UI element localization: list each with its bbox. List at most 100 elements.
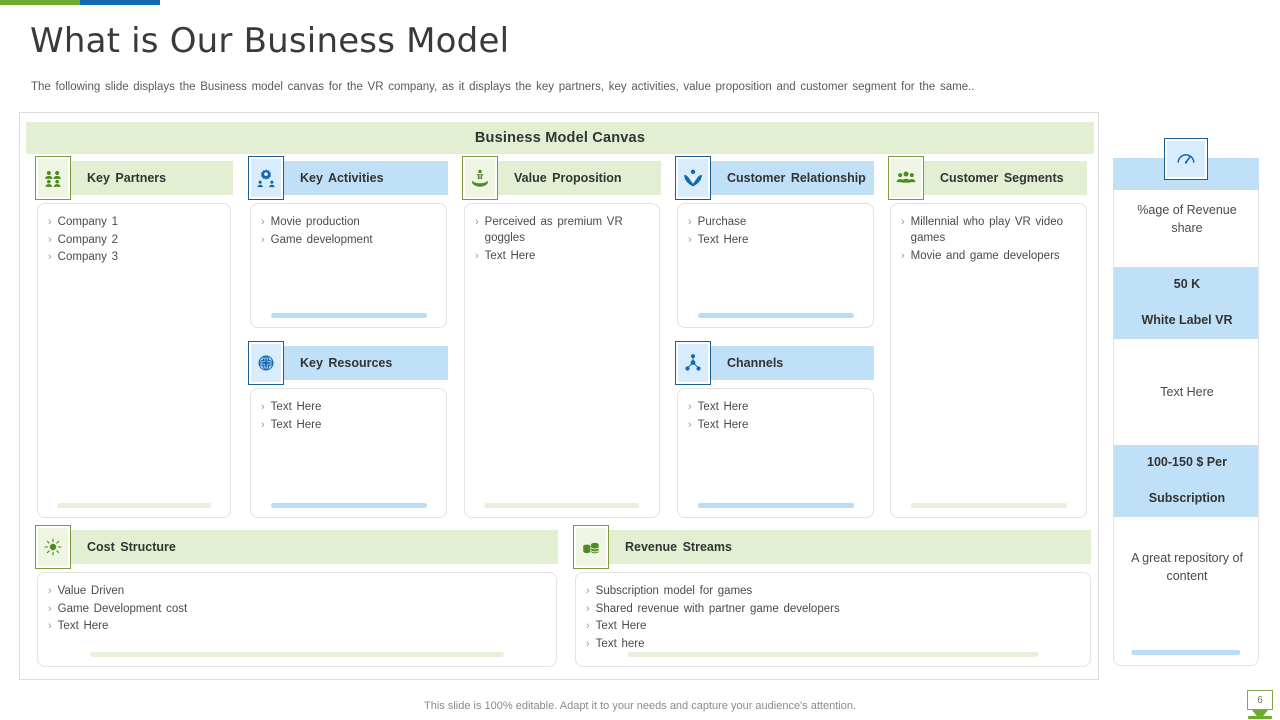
list-item-label: Text Here [270,418,322,431]
section-title: Customer Relationship [727,171,866,185]
list-item: › Subscription model for games [586,583,1082,600]
list-item: › Value Driven [48,583,548,600]
list-item-label: Movie and game developers [910,249,1060,262]
handshake-person-icon [675,156,711,200]
page-number: 6 [1247,690,1273,710]
list-item-label: Game development [270,233,373,246]
list-item: › Movie and game developers [901,248,1078,265]
section-card-revenue-streams: › Subscription model for games › Shared … [575,572,1091,667]
sidebar-cell-label: %age of Revenue share [1137,202,1237,235]
sidebar-cell-4: 100-150 $ Per [1114,445,1258,481]
list-item-label: Text Here [697,401,749,413]
section-header-customer-relationship: Customer Relationship [675,156,874,200]
list-item: › Game Development cost [48,601,548,618]
list-item: › Shared revenue with partner game devel… [586,601,1082,618]
chevron-right-icon: › [688,401,692,413]
list-item-label: Text Here [595,620,647,632]
page-base-shape [1248,716,1272,719]
page-subtitle: The following slide displays the Busines… [31,81,975,93]
section-title: Revenue Streams [625,540,732,554]
list-item: › Text Here [688,399,865,416]
chevron-right-icon: › [688,418,692,431]
footer-note: This slide is 100% editable. Adapt it to… [424,700,856,712]
list-item: › Millennial who play VR video games [901,214,1078,247]
list-item-label: Value Driven [57,585,125,597]
list-item: › Purchase [688,214,865,231]
sidebar-cell-2: White Label VR [1114,303,1258,339]
section-card-customer-segments: › Millennial who play VR video games › M… [890,203,1087,518]
list-item-label: Text Here [270,401,322,413]
section-title: Customer Segments [940,171,1064,185]
sidebar-cell-label: 100-150 $ Per [1147,455,1227,470]
chevron-right-icon: › [688,216,692,228]
card-accent-bar [484,503,640,508]
card-accent-bar [89,652,505,657]
list-item: › Text Here [48,618,548,635]
chevron-right-icon: › [261,216,265,228]
sidebar-cell-6: A great repository of content [1114,517,1258,617]
section-title: Key Partners [87,171,167,185]
list-item-label: Purchase [697,216,747,228]
section-band [573,530,1091,564]
page-stand-shape [1252,710,1268,716]
list-item: › Text here [586,636,1082,653]
section-title: Channels [727,356,784,370]
card-accent-bar [910,503,1067,508]
section-header-key-partners: Key Partners [35,156,233,200]
chevron-right-icon: › [261,233,265,246]
sidebar-cell-label: 50 K [1173,277,1201,292]
section-header-channels: Channels [675,341,874,385]
list-item-label: Shared revenue with partner game develop… [595,602,840,615]
section-card-key-partners: › Company 1 › Company 2 › Company 3 [37,203,231,518]
section-header-value-proposition: Value Proposition [462,156,661,200]
section-header-key-resources: Key Resources [248,341,448,385]
list-item: › Company 2 [48,232,222,249]
people-group-icon [35,156,71,200]
list-item: › Movie production [261,214,438,231]
list-item-label: Company 2 [57,233,118,246]
chevron-right-icon: › [261,418,265,431]
section-card-value-proposition: › Perceived as premium VR goggles › Text… [464,203,660,518]
section-card-cost-structure: › Value Driven › Game Development cost ›… [37,572,557,667]
sidebar-cell-label: Subscription [1148,491,1226,506]
list-item-label: Millennial who play VR video games [910,216,1064,245]
chevron-right-icon: › [586,637,590,650]
list-item: › Text Here [261,417,438,434]
sidebar-cell-0: %age of Revenue share [1114,171,1258,267]
section-card-key-resources: › Text Here › Text Here [250,388,447,518]
list-item-label: Text Here [484,249,536,262]
section-header-customer-segments: Customer Segments [888,156,1087,200]
chevron-right-icon: › [901,216,905,228]
chevron-right-icon: › [586,585,590,597]
list-item-label: Text here [595,637,645,650]
sidebar-cell-label: White Label VR [1141,313,1233,328]
card-accent-bar [57,503,211,508]
section-header-key-activities: Key Activities [248,156,448,200]
section-title: Value Proposition [514,171,622,185]
accent-bar-green [0,0,80,5]
list-item-label: Movie production [270,216,360,228]
chevron-right-icon: › [48,216,52,228]
list-item: › Company 3 [48,249,222,266]
chevron-right-icon: › [586,602,590,615]
canvas-header-band: Business Model Canvas [26,122,1094,154]
network-sphere-icon [248,341,284,385]
chevron-right-icon: › [261,401,265,413]
list-item: › Text Here [688,417,865,434]
list-item: › Company 1 [48,214,222,231]
top-accent-bars [0,0,160,5]
chevron-right-icon: › [48,602,52,615]
sidebar-accent-bar [1131,650,1241,655]
gauge-icon [1164,138,1208,180]
section-header-revenue-streams: Revenue Streams [573,525,1091,569]
chevron-right-icon: › [586,620,590,632]
card-accent-bar [627,652,1039,657]
section-title: Cost Structure [87,540,176,554]
canvas-title: Business Model Canvas [474,130,646,146]
section-title: Key Resources [300,356,393,370]
accent-bar-blue [80,0,160,5]
chevron-right-icon: › [48,620,52,632]
chevron-right-icon: › [475,216,479,228]
page-title: What is Our Business Model [30,21,510,61]
money-coins-icon [573,525,609,569]
